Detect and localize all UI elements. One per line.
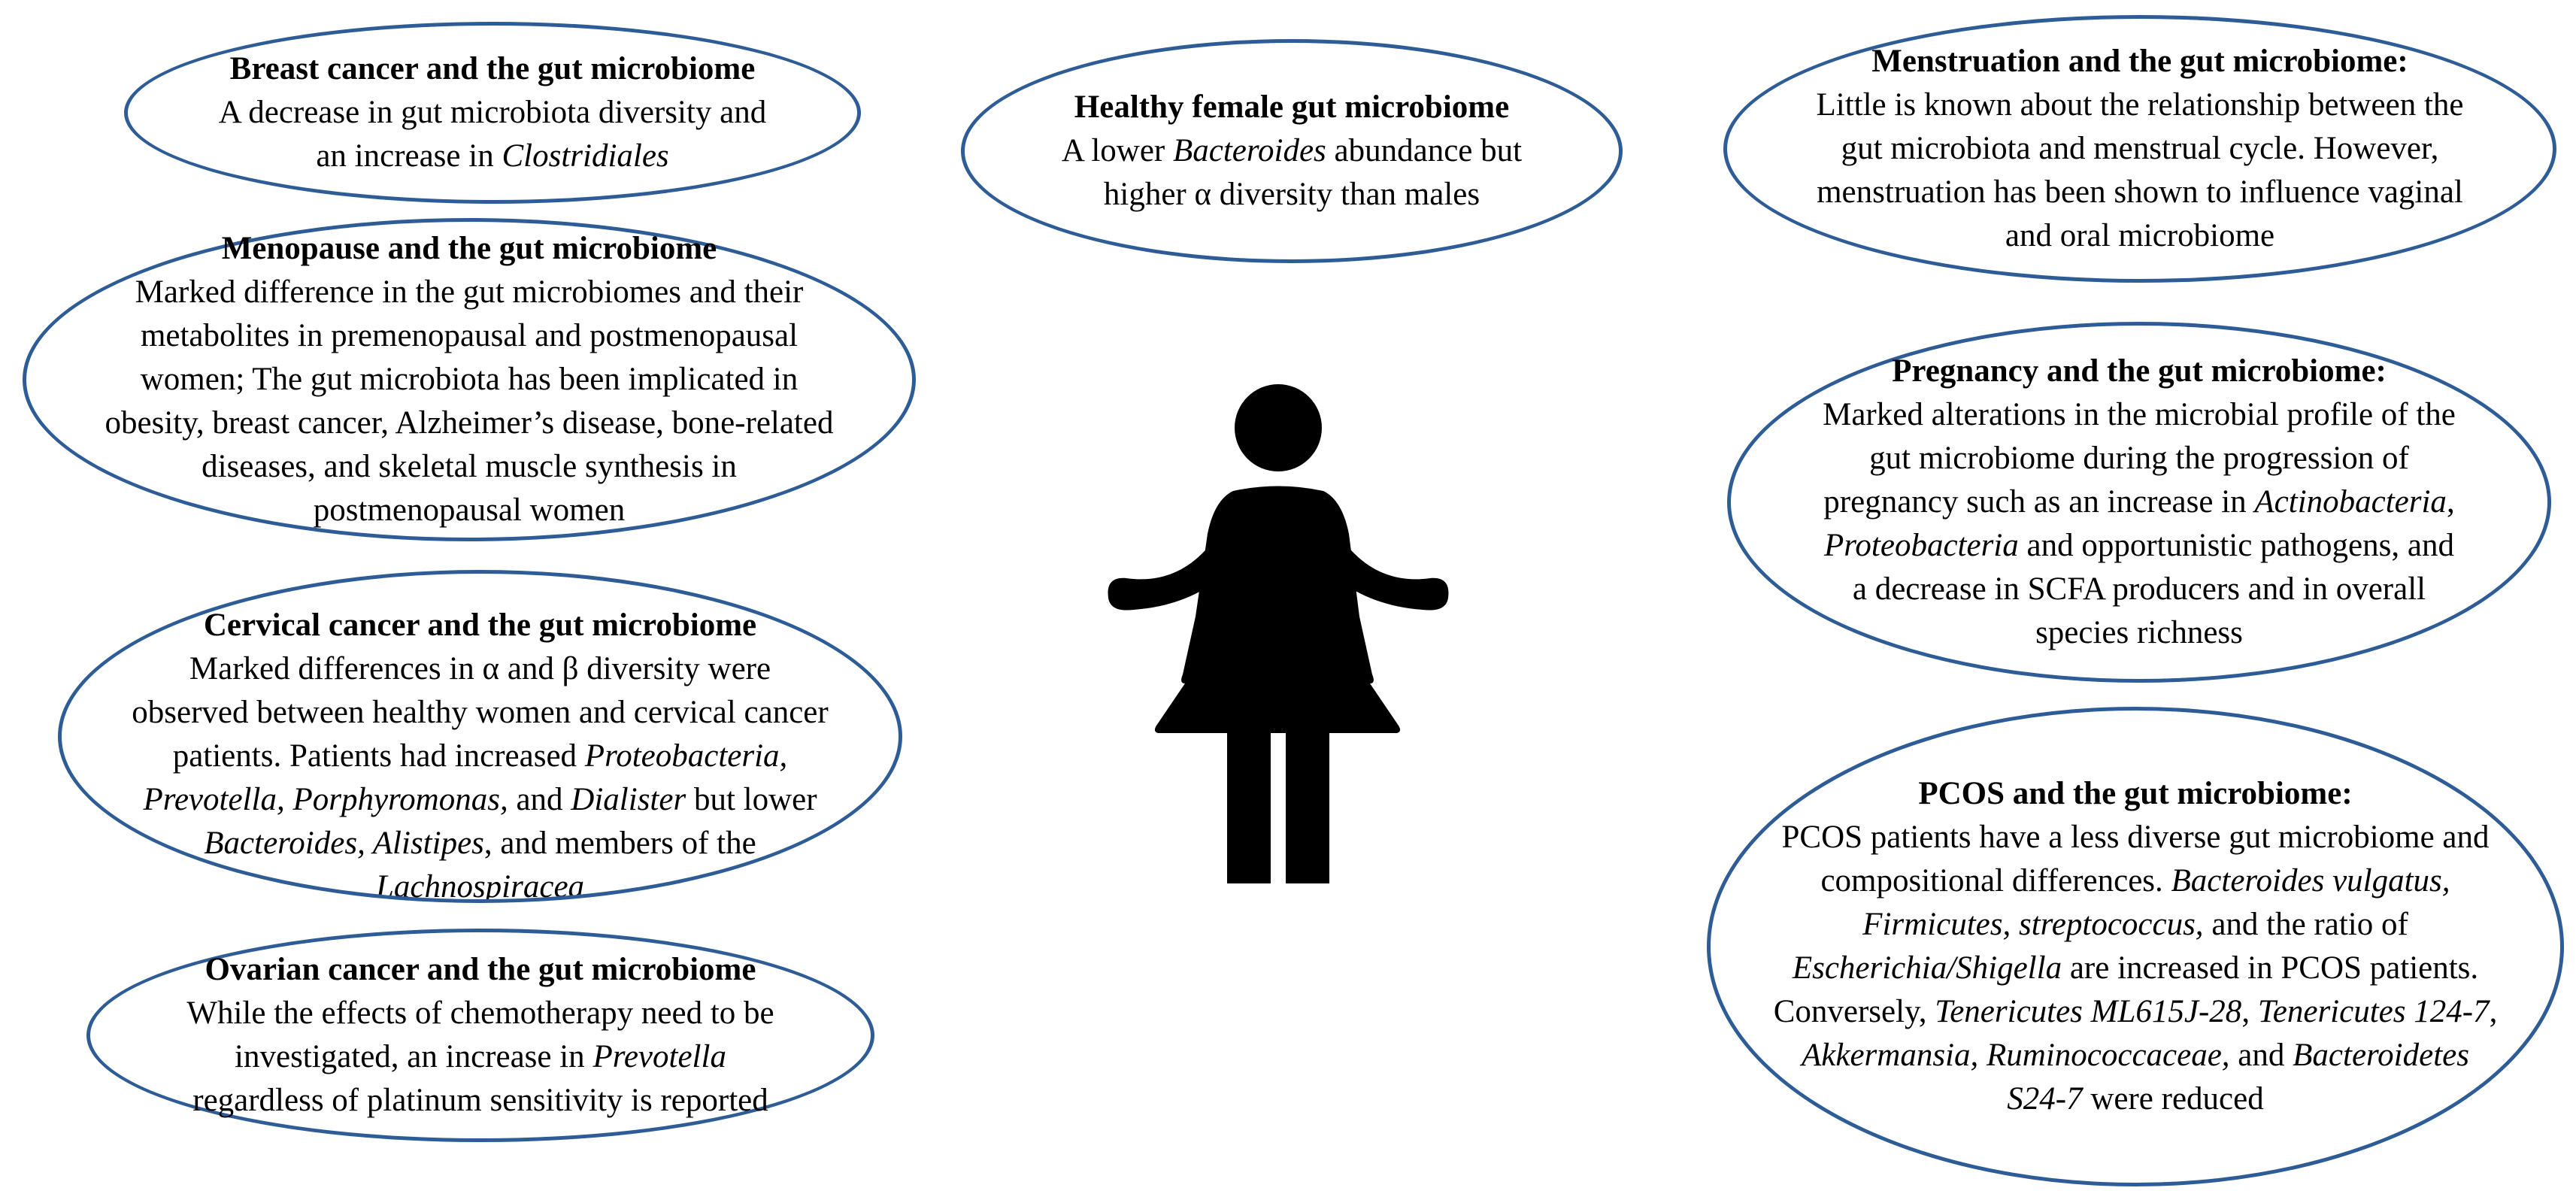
text-run: and opportunistic pathogens, and a decre… <box>1852 528 2454 650</box>
ovarian-cancer-box: Ovarian cancer and the gut microbiome Wh… <box>86 929 874 1142</box>
pcos-title: PCOS and the gut microbiome: <box>1918 776 2353 811</box>
text-run: but lower <box>686 781 817 817</box>
text-run: A lower <box>1061 133 1173 168</box>
figure-left-leg <box>1227 730 1271 883</box>
taxon-name: Clostridiales <box>502 138 669 174</box>
ovarian-cancer-text: While the effects of chemotherapy need t… <box>173 992 788 1123</box>
text-run: , <box>2241 994 2258 1029</box>
text-run: , <box>2489 994 2498 1029</box>
woman-person-icon <box>1108 384 1449 883</box>
pregnancy-box: Pregnancy and the gut microbiome: Marked… <box>1727 322 2551 683</box>
pregnancy-title: Pregnancy and the gut microbiome: <box>1892 353 2387 389</box>
text-run: abundance but higher α diversity than ma… <box>1103 133 1523 212</box>
taxon-name: Tenericutes 124-7 <box>2257 994 2490 1029</box>
taxon-name: Bacteroidetes S24-7 <box>2007 1038 2469 1117</box>
menopause-text: Marked difference in the gut microbiomes… <box>98 271 841 532</box>
menstruation-title: Menstruation and the gut microbiome: <box>1871 44 2408 79</box>
text-run: Little is known about the relationship b… <box>1816 87 2464 253</box>
menstruation-text: Little is known about the relationship b… <box>1795 83 2485 258</box>
ovarian-cancer-title: Ovarian cancer and the gut microbiome <box>205 952 756 987</box>
taxon-name: Dialister <box>571 781 686 817</box>
healthy-female-box: Healthy female gut microbiome A lower Ba… <box>961 39 1623 263</box>
text-run: While the effects of chemotherapy need t… <box>186 995 774 1074</box>
text-run: A decrease in gut microbiota diversity a… <box>218 95 767 174</box>
taxon-name: Tenericutes ML615J-28 <box>1935 994 2242 1029</box>
taxon-name: Escherichia/Shigella <box>1792 950 2062 986</box>
taxon-name: Lachnospiracea <box>375 868 585 903</box>
figure-right-arm <box>1328 534 1449 611</box>
pregnancy-text: Marked alterations in the microbial prof… <box>1817 393 2461 655</box>
pcos-box: PCOS and the gut microbiome: PCOS patien… <box>1707 707 2564 1186</box>
taxon-name: Proteobacteria <box>1824 528 2019 563</box>
text-run: Marked alterations in the microbial prof… <box>1823 397 2456 520</box>
menopause-title: Menopause and the gut microbiome <box>221 231 717 266</box>
taxon-name: Actinobacteria <box>2254 484 2447 520</box>
text-run: Marked difference in the gut microbiomes… <box>105 274 834 528</box>
breast-cancer-box: Breast cancer and the gut microbiome A d… <box>124 22 861 204</box>
text-run: PCOS patients have a less diverse gut mi… <box>1781 820 2490 898</box>
text-run: regardless of platinum sensitivity is re… <box>192 1083 768 1118</box>
cervical-cancer-text: Marked differences in α and β diversity … <box>129 647 831 903</box>
healthy-female-text: A lower Bacteroides abundance but higher… <box>1032 129 1551 217</box>
text-run: , <box>2446 484 2455 520</box>
text-run: and the ratio of <box>2203 907 2408 942</box>
breast-cancer-text: A decrease in gut microbiota diversity a… <box>211 91 774 178</box>
figure-left-arm <box>1108 534 1229 611</box>
taxon-name: Akkermansia, Ruminococcaceae, <box>1802 1038 2230 1073</box>
text-run: and <box>508 781 571 817</box>
menstruation-box: Menstruation and the gut microbiome: Lit… <box>1723 15 2556 283</box>
healthy-female-title: Healthy female gut microbiome <box>1074 89 1510 125</box>
text-run: Marked differences in α and β diversity … <box>132 650 829 774</box>
taxon-name: Proteobacteria, Prevotella, Porphyromona… <box>143 738 788 817</box>
taxon-name: Bacteroides, Alistipes <box>204 825 484 861</box>
text-run: are increased in PCOS patients. Converse… <box>1773 950 2479 1029</box>
cervical-cancer-box: Cervical cancer and the gut microbiome M… <box>58 570 902 903</box>
menopause-box: Menopause and the gut microbiome Marked … <box>23 218 916 541</box>
taxon-name: Bacteroides <box>1173 133 1326 168</box>
text-run: and <box>2229 1038 2293 1073</box>
taxon-name: Bacteroides vulgatus, Firmicutes, strept… <box>1862 863 2450 942</box>
figure-dress <box>1154 486 1401 733</box>
figure-head <box>1235 384 1322 471</box>
breast-cancer-title: Breast cancer and the gut microbiome <box>229 51 756 86</box>
text-run: were reduced <box>2082 1081 2264 1117</box>
taxon-name: Prevotella <box>592 1039 726 1074</box>
figure-right-leg <box>1286 730 1329 883</box>
text-run: , and members of the <box>483 825 756 861</box>
pcos-text: PCOS patients have a less diverse gut mi… <box>1771 816 2500 1121</box>
cervical-cancer-title: Cervical cancer and the gut microbiome <box>203 607 757 643</box>
